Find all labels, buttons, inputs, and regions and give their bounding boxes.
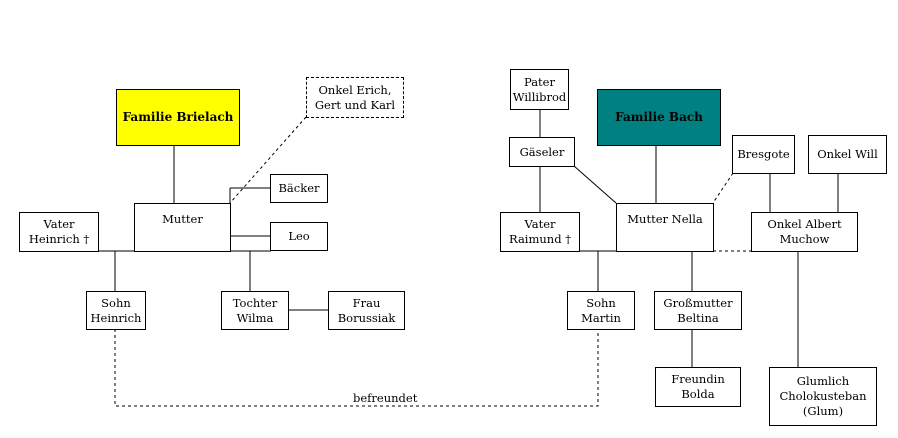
node-baecker: Bäcker xyxy=(270,174,328,203)
node-sohn-martin: Sohn Martin xyxy=(567,291,635,330)
node-vater-raimund: Vater Raimund † xyxy=(500,212,580,252)
node-onkel-will: Onkel Will xyxy=(808,135,887,174)
edge-label-befreundet: befreundet xyxy=(353,391,418,405)
node-mutter-nella: Mutter Nella xyxy=(616,203,714,252)
node-grossmutter-beltina: Großmutter Beltina xyxy=(654,291,742,330)
node-mutter: Mutter xyxy=(134,203,231,252)
node-familie-bach: Familie Bach xyxy=(597,89,721,146)
connector-onkel-erich xyxy=(229,116,307,204)
node-vater-heinrich: Vater Heinrich † xyxy=(19,212,99,252)
node-bresgote: Bresgote xyxy=(732,135,795,174)
node-freundin-bolda: Freundin Bolda xyxy=(655,367,741,407)
node-tochter-wilma: Tochter Wilma xyxy=(221,291,289,330)
node-onkel-erich: Onkel Erich, Gert und Karl xyxy=(306,77,404,118)
node-frau-borussiak: Frau Borussiak xyxy=(328,291,405,330)
node-onkel-albert: Onkel Albert Muchow xyxy=(751,212,858,252)
connector-befreundet xyxy=(114,329,599,407)
connector-bresgote-nella xyxy=(712,172,734,204)
node-pater-willibrod: Pater Willibrod xyxy=(510,69,569,110)
node-leo: Leo xyxy=(270,222,328,251)
node-glumlich: Glumlich Cholokusteban (Glum) xyxy=(769,367,877,426)
node-sohn-heinrich: Sohn Heinrich xyxy=(86,291,146,330)
node-gaeseler: Gäseler xyxy=(509,137,575,167)
node-familie-brielach: Familie Brielach xyxy=(116,89,240,146)
connector-gaeseler-nella xyxy=(573,165,617,204)
